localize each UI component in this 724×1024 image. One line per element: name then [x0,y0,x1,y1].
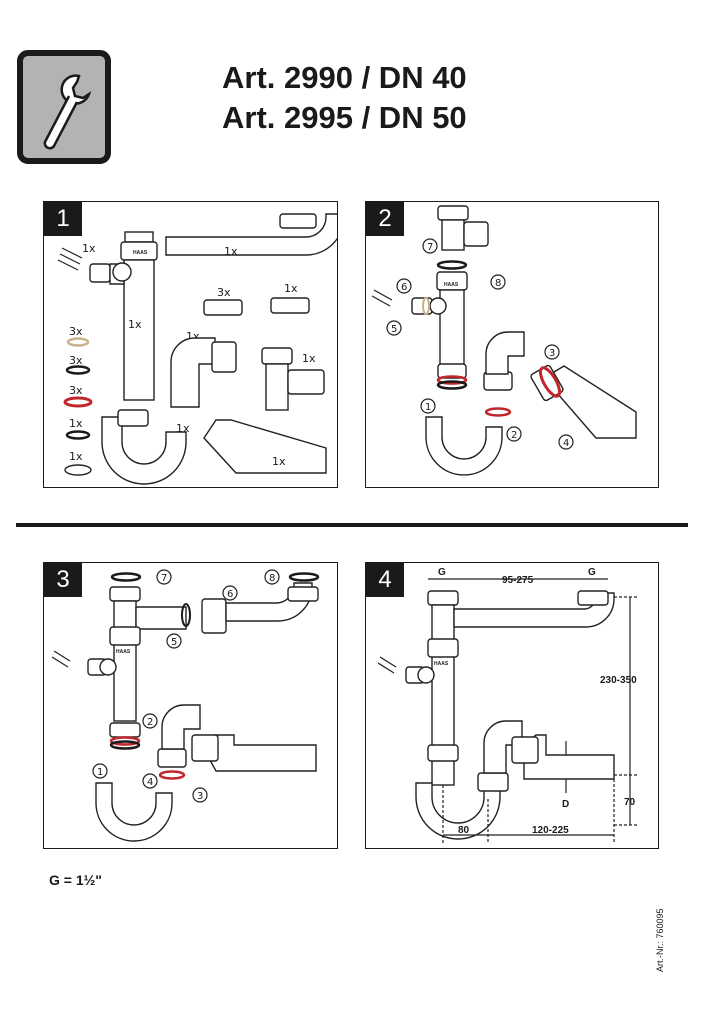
svg-text:6: 6 [227,589,233,600]
svg-text:3x: 3x [69,354,83,367]
svg-text:2: 2 [147,717,153,728]
svg-text:1x: 1x [69,417,83,430]
dim-g-left: G [438,567,446,578]
svg-text:4: 4 [147,777,153,788]
dim-height: 230-350 [600,675,637,686]
svg-text:HAAS: HAAS [444,282,459,288]
assembly-step-illustration: HAAS 1 2 3 4 5 6 7 8 [371,205,637,476]
svg-text:7: 7 [161,573,167,584]
label-qty: 1x [82,242,96,255]
dimension-drawing: HAAS G G 95-2 [377,567,638,843]
dim-80: 80 [458,825,470,836]
wrench-icon [17,50,111,164]
svg-text:4: 4 [563,438,569,449]
svg-text:3x: 3x [217,286,231,299]
svg-text:1x: 1x [176,422,190,435]
svg-text:1x: 1x [224,245,238,258]
section-divider [16,523,688,527]
panel-number: 4 [366,563,404,597]
svg-text:5: 5 [171,637,177,648]
dim-70: 70 [624,797,636,808]
svg-text:3: 3 [197,791,203,802]
panel-4-dimensions: 4 HAAS [365,562,659,849]
svg-text:1x: 1x [128,318,142,331]
panel-number: 2 [366,202,404,236]
svg-text:5: 5 [391,324,397,335]
svg-text:3: 3 [549,348,555,359]
parts-illustration: HAAS 1x 1x 1x 3x 1x 1x 1x 1x 1x 3x [57,213,337,485]
svg-text:1: 1 [425,402,431,413]
dim-d: D [562,799,569,810]
svg-text:3x: 3x [69,384,83,397]
panel-2-assembly: 2 HAAS 1 2 3 4 5 6 7 8 [365,201,659,488]
panel-number: 1 [44,202,82,236]
svg-text:1: 1 [97,767,103,778]
svg-text:2: 2 [511,430,517,441]
svg-text:HAAS: HAAS [116,649,131,655]
svg-text:HAAS: HAAS [133,250,148,256]
article-number: Art.-Nr.: 760095 [655,908,665,972]
dim-120-225: 120-225 [532,825,569,836]
svg-text:8: 8 [269,573,275,584]
panel-3-assembly: 3 HAAS 1 2 3 4 5 6 7 8 [43,562,338,849]
svg-text:6: 6 [401,282,407,293]
svg-text:3x: 3x [69,325,83,338]
panel-number: 3 [44,563,82,597]
svg-text:1x: 1x [69,450,83,463]
svg-text:7: 7 [427,242,433,253]
svg-text:1x: 1x [302,352,316,365]
svg-text:1x: 1x [284,282,298,295]
title-line-1: Art. 2990 / DN 40 [222,60,467,95]
thread-size-note: G = 1½" [49,872,102,888]
dim-g-right: G [588,567,596,578]
title-line-2: Art. 2995 / DN 50 [222,100,467,135]
panel-1-parts: 1 HAAS 1x 1x 1x 3x 1x 1x 1x 1x [43,201,338,488]
assembly-step-illustration: HAAS 1 2 3 4 5 6 7 8 [51,569,320,842]
svg-text:8: 8 [495,278,501,289]
svg-text:HAAS: HAAS [434,661,449,667]
tool-icon-box [17,50,111,164]
dim-width: 95-275 [502,575,534,586]
svg-text:1x: 1x [272,455,286,468]
